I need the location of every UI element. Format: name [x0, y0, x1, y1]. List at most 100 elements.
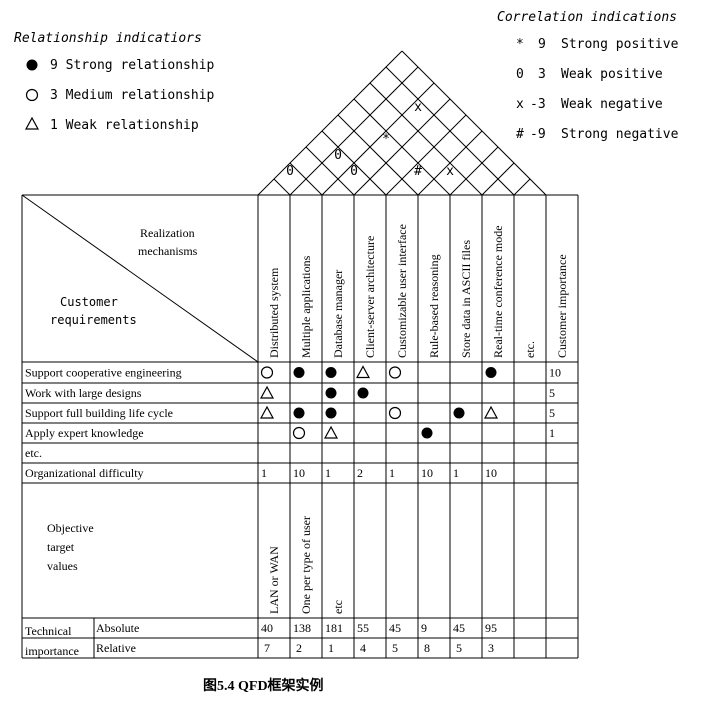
target-value: LAN or WAN: [267, 546, 281, 614]
weak-relationship-icon: [24, 116, 40, 130]
medium-relationship-icon: [25, 88, 39, 102]
difficulty-value: 1: [325, 466, 331, 480]
mechanism-header: Customer importance: [555, 254, 569, 358]
qfd-grid: [21, 194, 579, 659]
requirement-label: etc.: [25, 446, 42, 460]
relative-importance-value: 5: [456, 641, 462, 655]
corner-cell: Realization mechanisms Customer requirem…: [21, 194, 259, 363]
weak-relationship-icon: [259, 385, 275, 399]
legend-strong-positive-mark: *: [516, 37, 524, 52]
strong-relationship-icon: [325, 367, 337, 378]
relative-importance-value: 1: [328, 641, 334, 655]
medium-relationship-icon: [292, 426, 306, 440]
legend-strong-text: 9 Strong relationship: [50, 58, 215, 73]
roof-line: [305, 146, 355, 196]
roof-line: [353, 98, 451, 196]
customer-importance-value: 5: [549, 386, 555, 400]
target-label-2: target: [47, 540, 75, 554]
relative-label: Relative: [96, 641, 136, 655]
figure-caption: 图5.4 QFD框架实例: [203, 677, 324, 694]
difficulty-value: 10: [293, 466, 305, 480]
relative-importance-value: 7: [264, 641, 270, 655]
legend-weak-negative-mark: x: [516, 97, 524, 112]
correlation-legend-title: Correlation indications: [497, 10, 677, 25]
relative-importance-value: 8: [424, 641, 430, 655]
legend-weak-positive-text: Weak positive: [561, 67, 663, 82]
roof-line: [385, 66, 515, 196]
requirement-label: Support cooperative engineering: [25, 366, 182, 380]
correlation-legend: Correlation indications * 9 Strong posit…: [497, 10, 679, 142]
legend-strong-positive-text: Strong positive: [561, 37, 679, 52]
legend-weak-negative-value: -3: [530, 97, 546, 112]
roof-line: [257, 50, 403, 196]
relative-importance-value: 2: [296, 641, 302, 655]
strong-relationship-icon: [325, 407, 337, 419]
absolute-importance-value: 55: [357, 621, 369, 635]
mechanism-header: Customizable user interface: [395, 224, 409, 358]
legend-weak-negative-text: Weak negative: [561, 97, 663, 112]
mechanism-header: Store data in ASCII files: [459, 240, 473, 358]
strong-relationship-icon: [325, 387, 337, 399]
legend-strong-negative-mark: #: [516, 127, 524, 142]
mechanism-header: Database manager: [331, 270, 345, 358]
legend-weak-positive-mark: 0: [516, 67, 524, 82]
roof-line: [449, 146, 499, 196]
technical-labels: Technical importance Absolute Relative: [25, 621, 139, 658]
relative-importance-value: 3: [488, 641, 494, 655]
strong-relationship-icon: [485, 367, 497, 378]
target-value: One per type of user: [299, 516, 313, 614]
difficulty-label: Organizational difficulty: [25, 466, 144, 480]
weak-relationship-icon: [355, 365, 371, 379]
strong-relationship-icon: [293, 407, 305, 419]
mechanism-header: Distributed system: [267, 267, 281, 358]
roof-line: [401, 50, 547, 196]
legend-medium-text: 3 Medium relationship: [50, 88, 215, 103]
mechanism-header: Client-server architecture: [363, 236, 377, 358]
target-label-1: Objective: [47, 521, 94, 535]
technical-label-2: importance: [25, 644, 79, 658]
correlation-mark: 0: [334, 148, 342, 163]
correlation-mark: 0: [286, 164, 294, 179]
weak-relationship-icon: [483, 405, 499, 419]
target-labels: Objective target values: [47, 521, 94, 573]
requirement-label: Work with large designs: [25, 386, 142, 400]
roof-line: [385, 114, 467, 196]
target-value: etc: [331, 600, 345, 614]
strong-relationship-icon: [293, 367, 305, 378]
medium-relationship-icon: [388, 406, 402, 420]
customer-importance-value: 10: [549, 366, 561, 380]
relationship-legend: Relationship indicatiors 9 Strong relati…: [14, 31, 215, 133]
absolute-importance-value: 138: [293, 621, 311, 635]
medium-relationship-icon: [388, 366, 402, 379]
legend-weak-positive-value: 3: [538, 67, 546, 82]
difficulty-value: 1: [453, 466, 459, 480]
mechanism-header: Real-time conference mode: [491, 225, 505, 358]
strong-relationship-icon: [453, 407, 465, 419]
difficulty-value: 1: [261, 466, 267, 480]
technical-label-1: Technical: [25, 624, 72, 638]
difficulty-value: 1: [389, 466, 395, 480]
legend-strong-negative-text: Strong negative: [561, 127, 679, 142]
corner-top-label-2: mechanisms: [138, 244, 198, 258]
weak-relationship-icon: [259, 405, 275, 419]
roof-line: [369, 82, 483, 196]
medium-relationship-icon: [260, 366, 274, 379]
absolute-importance-value: 45: [389, 621, 401, 635]
roof-line: [321, 82, 435, 196]
correlation-mark: 0: [350, 164, 358, 179]
correlation-mark: *: [382, 132, 390, 147]
roof-line: [273, 178, 291, 196]
correlation-roof: [257, 50, 547, 196]
absolute-label: Absolute: [96, 621, 139, 635]
requirement-label: Support full building life cycle: [25, 406, 173, 420]
absolute-importance-value: 9: [421, 621, 427, 635]
difficulty-value: 2: [357, 466, 363, 480]
difficulty-value: 10: [421, 466, 433, 480]
strong-relationship-icon: [26, 59, 38, 71]
legend-strong-negative-value: -9: [530, 127, 546, 142]
corner-diagonal: [21, 194, 259, 363]
roof-line: [321, 130, 387, 196]
